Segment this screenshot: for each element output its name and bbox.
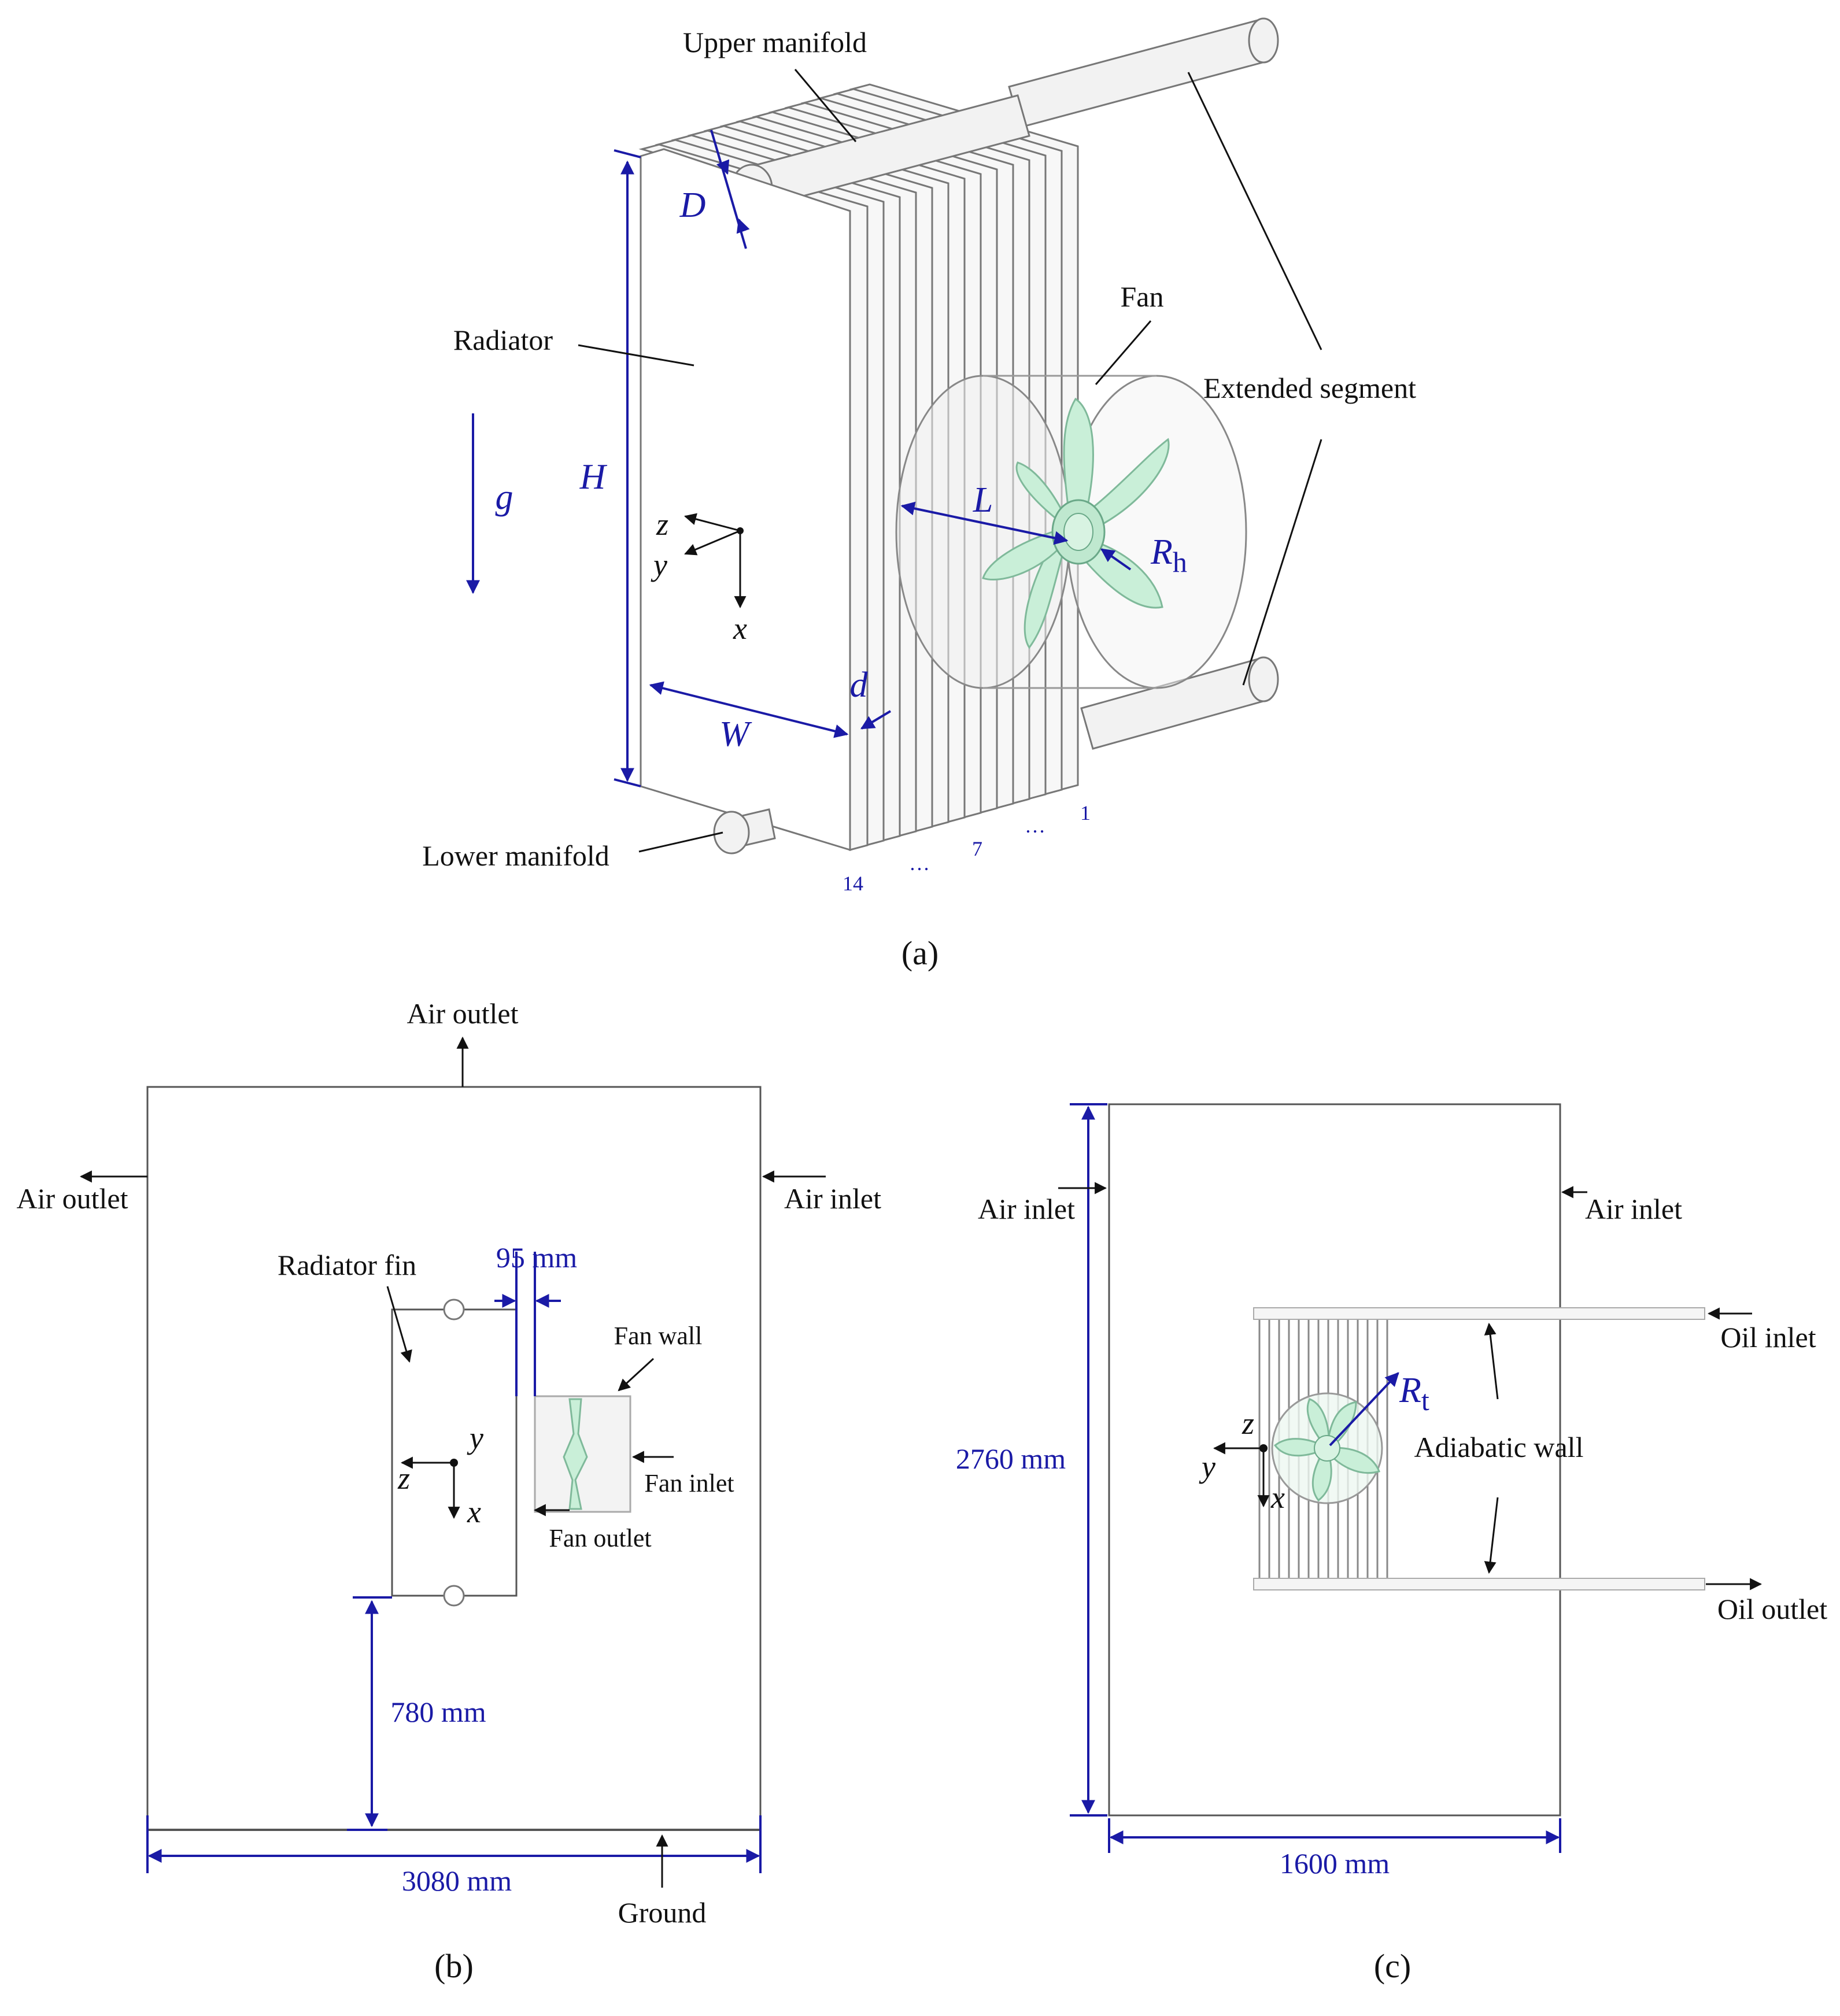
axis-y-label-a: y	[651, 548, 667, 582]
axis-x-label-b: x	[467, 1495, 481, 1529]
label-oil-outlet: Oil outlet	[1717, 1593, 1827, 1625]
label-extended-segment: Extended segment	[1203, 372, 1416, 404]
caption-b: (b)	[434, 1947, 474, 1985]
label-air-inlet-left-c: Air inlet	[978, 1193, 1075, 1225]
leader-lines-a	[578, 69, 1322, 853]
axis-y-label-c: y	[1199, 1449, 1215, 1484]
fin-index-last: 14	[843, 872, 863, 895]
label-radiator: Radiator	[453, 324, 553, 356]
dim-gap-95: 95 mm	[496, 1241, 577, 1274]
dim-width-3080: 3080 mm	[402, 1865, 512, 1897]
axis-triad-b	[400, 1456, 460, 1519]
caption-c: (c)	[1374, 1947, 1411, 1985]
label-air-outlet-left: Air outlet	[16, 1182, 128, 1215]
label-fan-inlet: Fan inlet	[644, 1469, 734, 1497]
label-upper-manifold: Upper manifold	[683, 26, 867, 58]
domain-boundary-c	[1108, 1103, 1561, 1817]
fin-index-dots-1: …	[1025, 814, 1045, 837]
dim-L: L	[973, 480, 993, 520]
axis-x-label-c: x	[1270, 1480, 1285, 1515]
dimension-lines-c	[1070, 1103, 1561, 1853]
panel-a: Upper manifold Radiator Fan Extended seg…	[422, 17, 1416, 972]
dim-g: g	[496, 478, 513, 517]
dim-width-1600: 1600 mm	[1280, 1847, 1390, 1880]
axis-triad-a	[683, 513, 747, 609]
caption-a: (a)	[901, 934, 939, 972]
radiator-fins	[638, 83, 1079, 851]
axis-y-label-b: y	[467, 1421, 483, 1455]
label-air-outlet-top: Air outlet	[407, 997, 518, 1030]
radiator-fin-outline-b	[391, 1299, 518, 1607]
label-oil-inlet: Oil inlet	[1720, 1321, 1816, 1353]
label-lower-manifold: Lower manifold	[422, 839, 609, 872]
label-air-inlet-right: Air inlet	[784, 1182, 881, 1215]
manifolds-c	[1253, 1307, 1705, 1590]
axis-x-label-a: x	[733, 611, 747, 646]
dimension-lines-b	[146, 1252, 762, 1873]
label-fan-wall: Fan wall	[614, 1322, 703, 1350]
flow-arrows-c	[1058, 1182, 1763, 1590]
dim-Rt: Rt	[1399, 1371, 1429, 1416]
label-radiator-fin: Radiator fin	[278, 1249, 416, 1281]
fin-index-mid: 7	[972, 837, 982, 860]
axis-triad-c	[1213, 1442, 1270, 1508]
label-fan-outlet: Fan outlet	[549, 1524, 651, 1552]
radiator-front-face	[640, 148, 851, 852]
label-ground: Ground	[618, 1896, 707, 1929]
panel-c: Air inlet Air inlet Oil inlet Oil outlet…	[956, 1103, 1827, 1985]
fin-index-first: 1	[1080, 801, 1091, 824]
lower-manifold-pipe	[713, 808, 776, 855]
label-fan: Fan	[1121, 280, 1164, 313]
axis-z-label-c: z	[1242, 1406, 1254, 1441]
label-adiabatic-wall: Adiabatic wall	[1414, 1431, 1584, 1463]
label-air-inlet-right-c: Air inlet	[1585, 1193, 1682, 1225]
fan-front-view-c	[1271, 1392, 1383, 1504]
fan-side-view-b	[534, 1395, 631, 1513]
dim-W: W	[719, 715, 752, 754]
dim-height-2760: 2760 mm	[956, 1442, 1066, 1475]
fin-index-dots-2: …	[909, 852, 930, 875]
dim-D: D	[679, 186, 706, 225]
dim-d: d	[850, 665, 869, 705]
panel-b: Air outlet Air outlet Air inlet Radiator…	[16, 997, 881, 1985]
dim-height-780: 780 mm	[390, 1696, 486, 1728]
flow-arrows-b	[79, 1036, 826, 1888]
dim-H: H	[579, 457, 608, 497]
dimension-lines-a	[466, 130, 1132, 787]
dim-Rh: Rh	[1150, 532, 1187, 578]
axis-z-label-b: z	[397, 1461, 410, 1496]
extended-segment-pipes	[1008, 17, 1279, 750]
axis-z-label-a: z	[656, 507, 668, 542]
